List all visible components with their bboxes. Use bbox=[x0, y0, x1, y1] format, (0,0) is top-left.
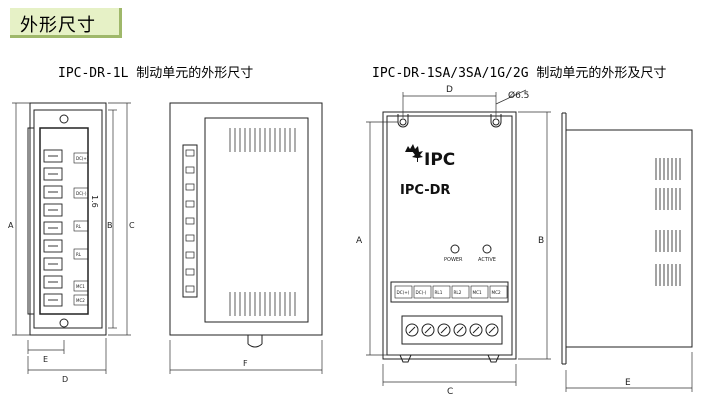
screw-icon bbox=[453, 323, 467, 337]
left-dim-e: E bbox=[43, 355, 48, 364]
screw-icon bbox=[485, 323, 499, 337]
terminal-label: DC(-) bbox=[76, 191, 87, 196]
left-heatsink-fins bbox=[185, 149, 195, 293]
section-header: 外形尺寸 bbox=[10, 8, 122, 38]
model-label: IPC-DR bbox=[400, 183, 450, 198]
right-side-view bbox=[561, 112, 693, 365]
left-dim-a: A bbox=[8, 221, 14, 230]
fin-tab bbox=[185, 200, 195, 208]
left-side-dimensions bbox=[12, 102, 131, 374]
terminal-label: DC(+) bbox=[76, 156, 89, 161]
right-side-vents bbox=[655, 158, 681, 286]
terminal-label: RL bbox=[76, 224, 82, 229]
left-dim-c: C bbox=[129, 221, 135, 230]
terminal-slot bbox=[43, 203, 63, 217]
right-dim-b: B bbox=[538, 236, 544, 246]
terminal-label: MC2 bbox=[492, 290, 502, 295]
terminal-label: RL1 bbox=[435, 290, 443, 295]
terminal-label: MC1 bbox=[76, 284, 85, 289]
maple-leaf-icon bbox=[405, 144, 423, 162]
terminal-slot bbox=[43, 257, 63, 271]
screw-icon bbox=[405, 323, 419, 337]
screw-icon bbox=[469, 323, 483, 337]
left-dim-f: F bbox=[243, 359, 248, 368]
terminal-label: DC(-) bbox=[416, 290, 427, 295]
fin-tab bbox=[185, 234, 195, 242]
terminal-slot bbox=[43, 167, 63, 181]
right-dim-hole: Ø6.5 bbox=[508, 90, 529, 101]
fin-tab bbox=[185, 251, 195, 259]
ipc-logo: IPC bbox=[405, 144, 455, 170]
left-dim-d: D bbox=[62, 375, 68, 384]
left-heatsink-view bbox=[169, 102, 323, 348]
fin-tab bbox=[185, 268, 195, 276]
right-side-dimensions bbox=[565, 352, 693, 392]
fin-tab bbox=[185, 166, 195, 174]
terminal-slot bbox=[43, 239, 63, 253]
terminal-label: RL2 bbox=[454, 290, 462, 295]
right-caption: IPC-DR-1SA/3SA/1G/2G 制动单元的外形及尺寸 bbox=[372, 66, 667, 81]
terminal-label: MC1 bbox=[473, 290, 483, 295]
left-dim-small: 1.6 bbox=[90, 195, 99, 208]
terminal-slot bbox=[43, 293, 63, 307]
right-front-view bbox=[382, 111, 517, 363]
left-heatsink-ribs bbox=[229, 128, 296, 316]
fin-tab bbox=[185, 285, 195, 293]
right-dim-a: A bbox=[356, 236, 363, 246]
left-heatsink-dimensions bbox=[169, 340, 323, 374]
right-terminal-labels: DC(+) DC(-) RL1 RL2 MC1 MC2 bbox=[394, 285, 508, 299]
terminal-slot bbox=[43, 221, 63, 235]
section-title: 外形尺寸 bbox=[20, 15, 96, 36]
fin-tab bbox=[185, 183, 195, 191]
power-led-label: POWER bbox=[444, 257, 463, 263]
fin-tab bbox=[185, 149, 195, 157]
right-front-dimensions bbox=[366, 89, 551, 386]
logo-text: IPC bbox=[424, 150, 455, 170]
terminal-slot bbox=[43, 275, 63, 289]
right-dim-d: D bbox=[446, 85, 453, 95]
right-dim-e: E bbox=[625, 378, 631, 388]
left-dim-b: B bbox=[107, 221, 113, 230]
terminal-slot bbox=[43, 149, 63, 163]
terminal-label: DC(+) bbox=[397, 290, 410, 295]
fin-tab bbox=[185, 217, 195, 225]
active-led-label: ACTIVE bbox=[478, 257, 496, 263]
right-dim-c: C bbox=[447, 387, 453, 397]
terminal-label: RL bbox=[76, 252, 82, 257]
screw-icon bbox=[421, 323, 435, 337]
right-terminal-screws bbox=[405, 323, 499, 337]
terminal-slot bbox=[43, 185, 63, 199]
terminal-label: MC2 bbox=[76, 298, 85, 303]
left-side-view bbox=[27, 102, 107, 336]
left-caption: IPC-DR-1L 制动单元的外形尺寸 bbox=[58, 66, 254, 81]
screw-icon bbox=[437, 323, 451, 337]
